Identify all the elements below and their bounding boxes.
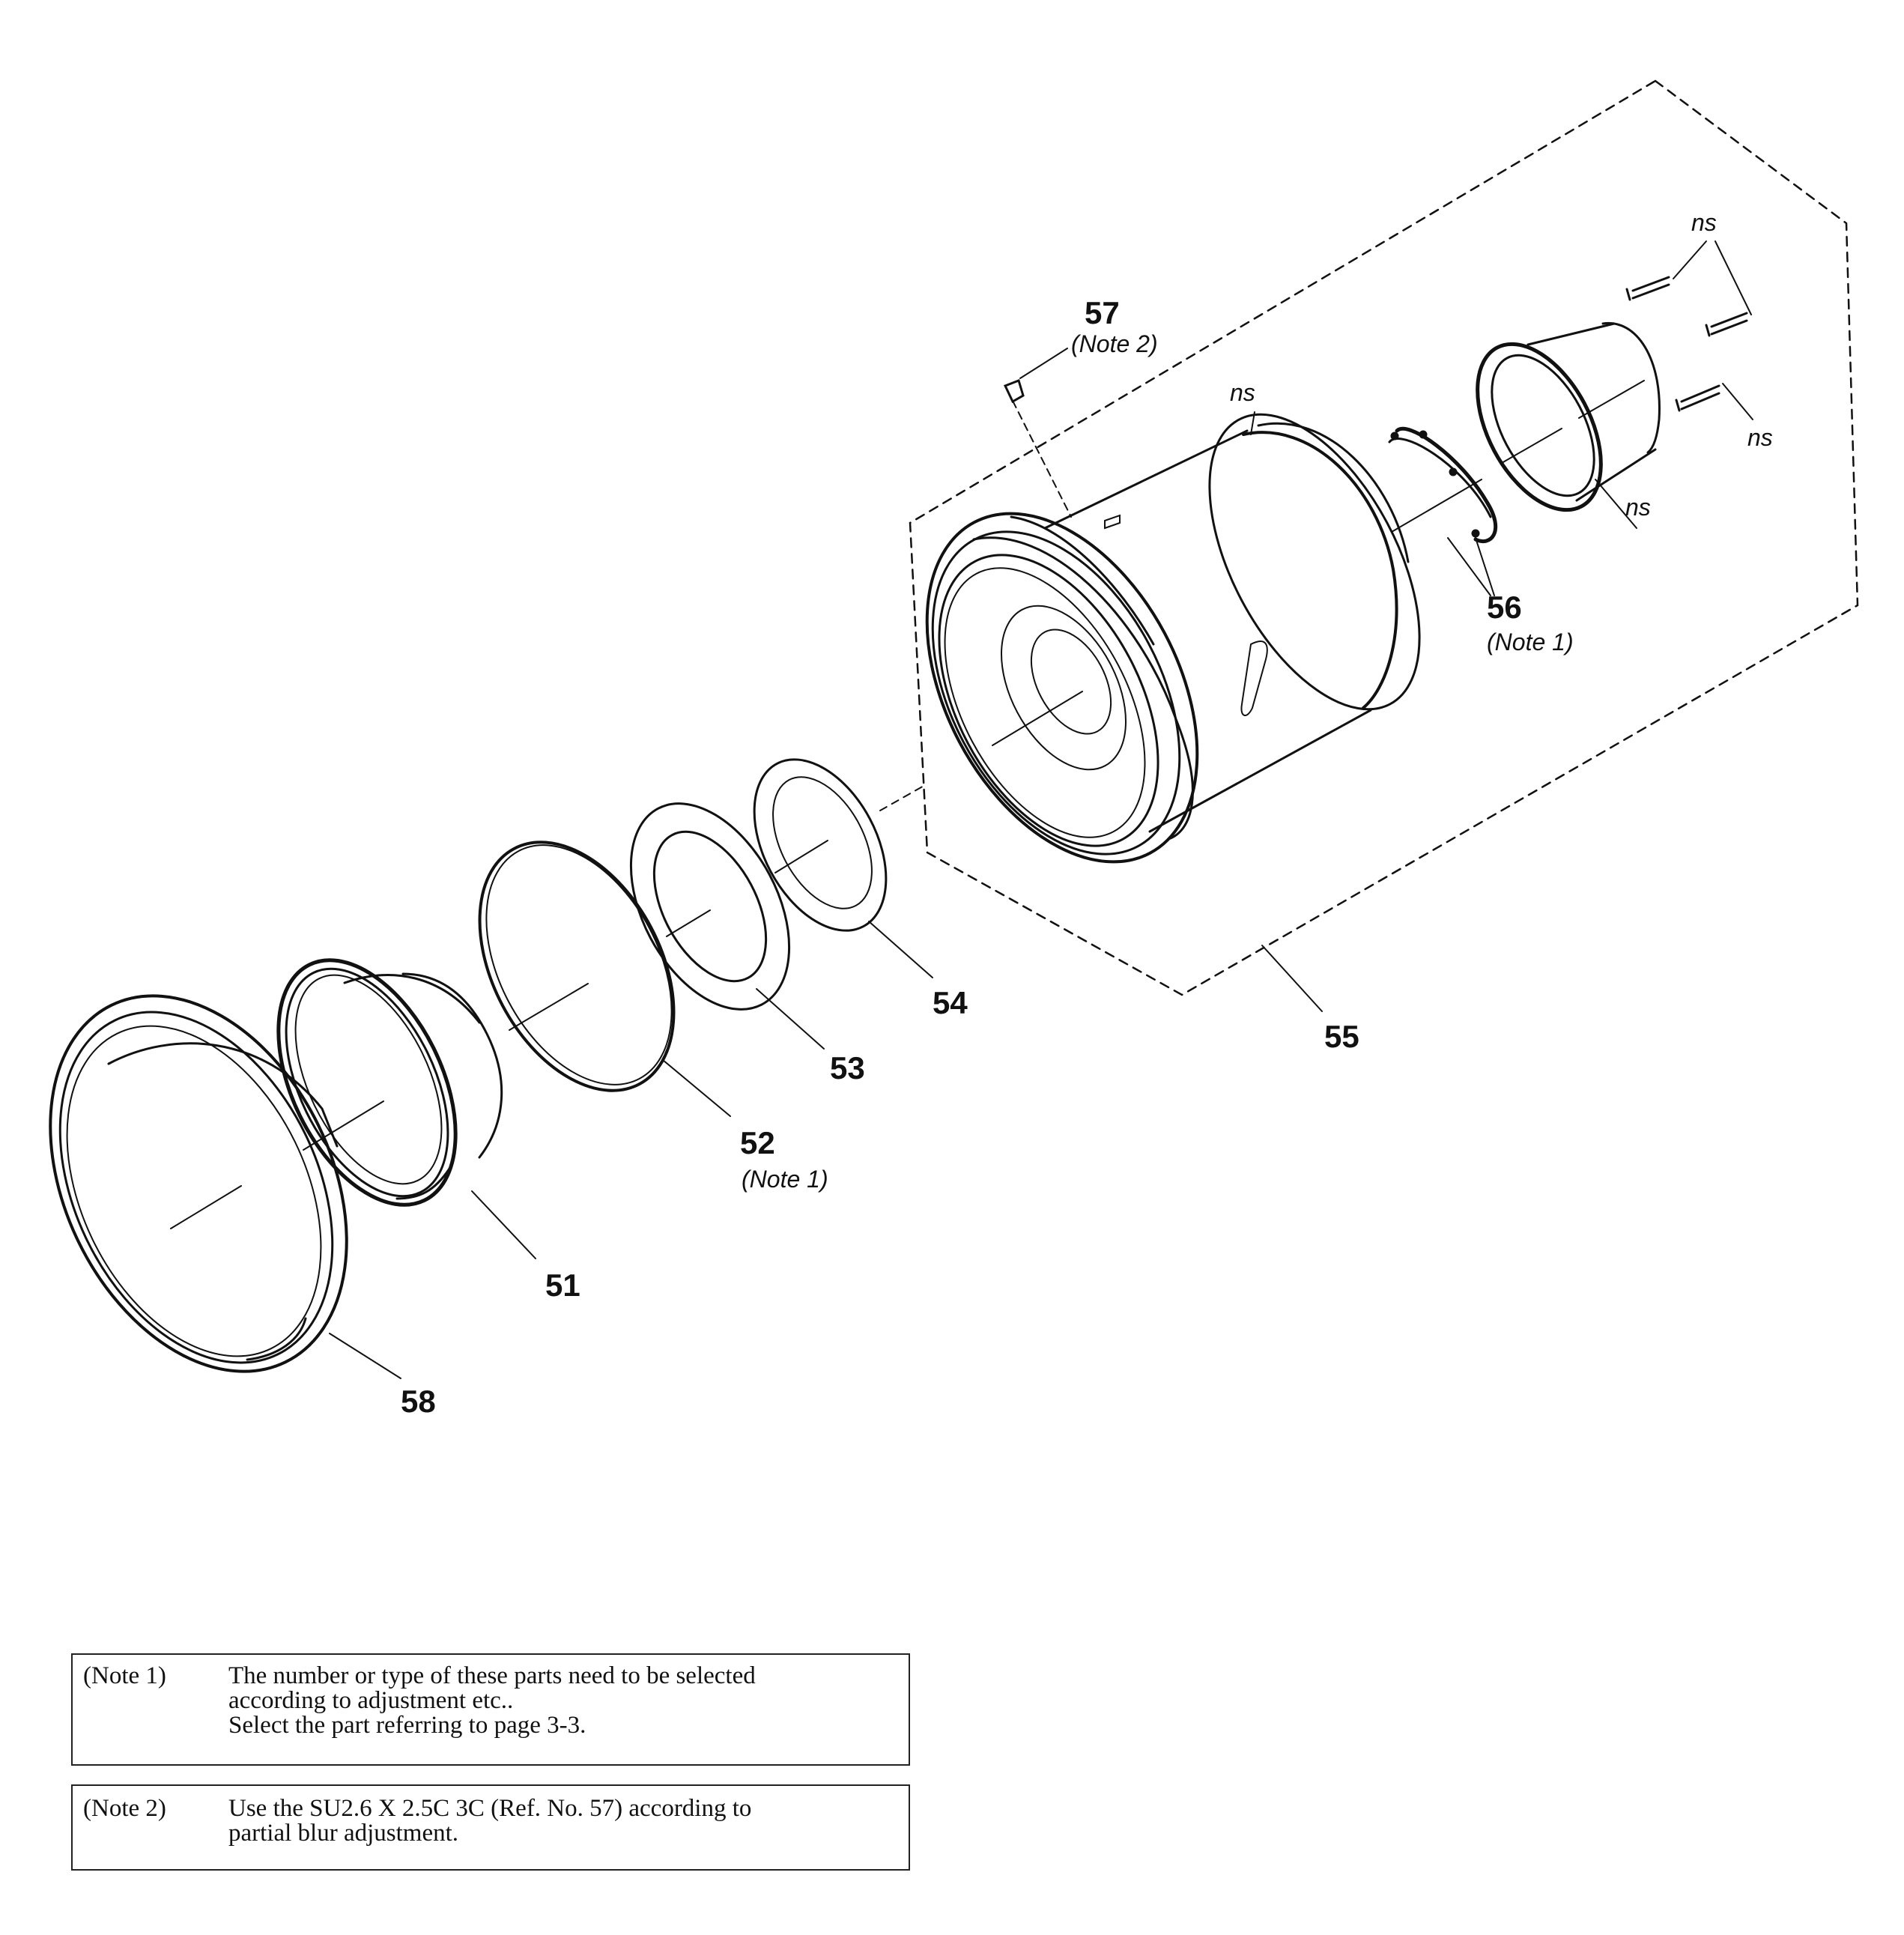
note-1-line: according to adjustment etc.. bbox=[228, 1687, 514, 1714]
part-54-shim bbox=[753, 758, 888, 932]
rear-mount-assembly bbox=[1476, 321, 1661, 529]
note-1-tag: (Note 1) bbox=[83, 1662, 166, 1689]
part-55-lens-barrel bbox=[925, 413, 1421, 864]
ns-label-screws-top: ns bbox=[1691, 209, 1717, 236]
callout-56-note: (Note 1) bbox=[1487, 629, 1574, 655]
callout-52: 52 bbox=[740, 1125, 775, 1160]
part-53-washer bbox=[629, 802, 791, 1011]
note-1-line: The number or type of these parts need t… bbox=[228, 1662, 756, 1689]
part-52-ring bbox=[478, 841, 676, 1092]
callout-56: 56 bbox=[1487, 590, 1522, 625]
note-1-line: Select the part referring to page 3-3. bbox=[228, 1712, 586, 1739]
note-2-line: partial blur adjustment. bbox=[228, 1820, 459, 1847]
note-2-box: (Note 2) Use the SU2.6 X 2.5C 3C (Ref. N… bbox=[71, 1784, 910, 1871]
note-1-box: (Note 1) The number or type of these par… bbox=[71, 1653, 910, 1766]
note-2-line: Use the SU2.6 X 2.5C 3C (Ref. No. 57) ac… bbox=[228, 1795, 752, 1822]
note-2-tag: (Note 2) bbox=[83, 1795, 166, 1822]
callout-57: 57 bbox=[1085, 295, 1120, 330]
part-56-clips bbox=[1388, 426, 1498, 596]
part-51-adapter-ring bbox=[276, 958, 503, 1207]
callout-53: 53 bbox=[830, 1050, 865, 1085]
rear-screws bbox=[1250, 240, 1753, 435]
ns-label-screw-right: ns bbox=[1747, 424, 1773, 451]
part-58-front-ring bbox=[49, 994, 348, 1373]
ns-label-barrel: ns bbox=[1230, 379, 1255, 406]
assembly-55-boundary bbox=[909, 79, 1859, 996]
callout-55: 55 bbox=[1324, 1019, 1359, 1054]
callout-54: 54 bbox=[933, 985, 968, 1020]
callout-leaders bbox=[329, 921, 1323, 1379]
ns-label-mount: ns bbox=[1625, 494, 1651, 521]
callout-58: 58 bbox=[401, 1384, 436, 1419]
optical-axis-lines bbox=[170, 380, 1645, 1229]
part-57-set-screw bbox=[1003, 348, 1072, 518]
callout-51: 51 bbox=[545, 1268, 580, 1303]
callout-52-note: (Note 1) bbox=[742, 1166, 828, 1193]
callout-57-note: (Note 2) bbox=[1071, 330, 1158, 357]
